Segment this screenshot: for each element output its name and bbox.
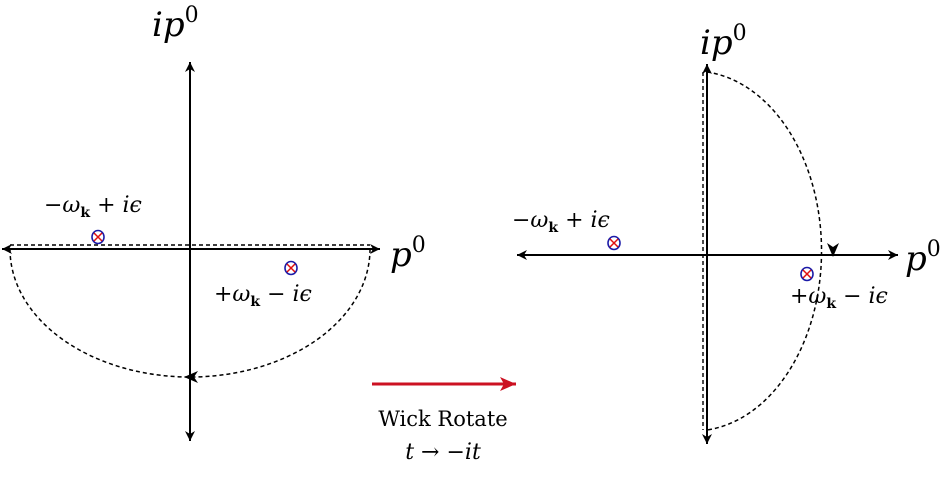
left-contour-arc <box>9 248 371 378</box>
left-panel: ip0 p0 −ωk + iϵ +ωk − iϵ <box>2 3 426 441</box>
right-pole-lower-label: +ωk − iϵ <box>790 284 888 312</box>
left-vertical-axis-label: ip0 <box>152 3 199 45</box>
left-horizontal-axis-label: p0 <box>390 233 426 275</box>
right-contour-arc <box>706 71 823 431</box>
right-contour-arrowhead <box>827 243 839 257</box>
left-pole-upper-label: −ωk + iϵ <box>44 193 142 221</box>
right-pole-lower <box>800 266 814 282</box>
right-pole-upper-label: −ωk + iϵ <box>512 208 610 236</box>
left-pole-lower-label: +ωk − iϵ <box>214 282 312 310</box>
wick-rotate-caption: Wick Rotate <box>378 407 507 431</box>
wick-rotate-formula: t → −it <box>405 440 481 465</box>
left-contour-arrowhead <box>184 371 198 383</box>
wick-rotate-transition: Wick Rotate t → −it <box>372 377 516 465</box>
right-horizontal-axis-label: p0 <box>905 237 941 279</box>
left-pole-lower <box>284 260 298 276</box>
right-vertical-axis-label: ip0 <box>700 21 747 63</box>
right-pole-upper <box>607 235 621 251</box>
right-panel: ip0 p0 −ωk + iϵ +ωk − iϵ <box>512 21 941 444</box>
left-pole-upper <box>91 229 105 245</box>
